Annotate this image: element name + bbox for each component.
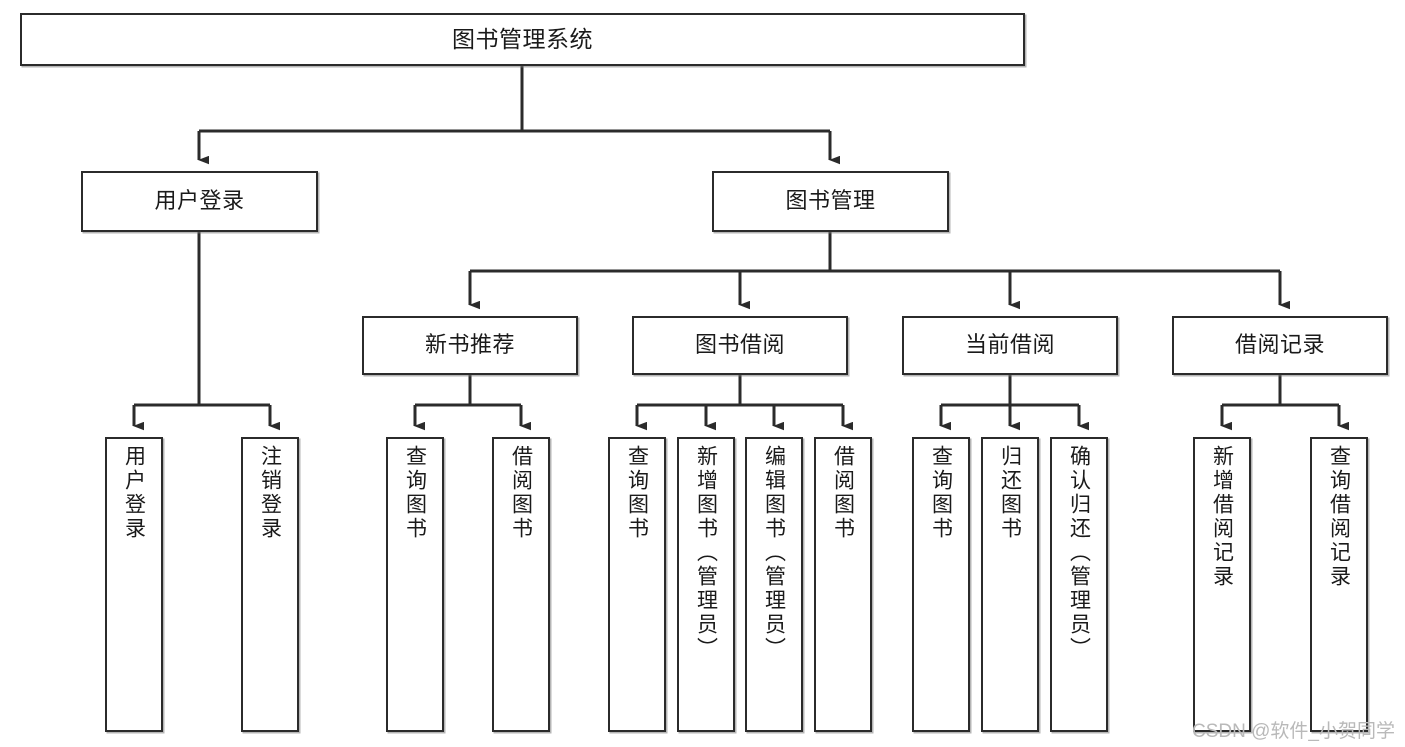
node-label: 注销登录 (258, 445, 282, 541)
node-label: 借阅图书 (831, 445, 855, 541)
leaf-edit-book-admin[interactable]: 编辑图书（管理员） (745, 437, 803, 732)
leaf-query-book-1[interactable]: 查询图书 (386, 437, 444, 732)
leaf-query-borrow-record[interactable]: 查询借阅记录 (1310, 437, 1368, 732)
node-label: 新增图书（管理员） (694, 445, 718, 661)
leaf-return-book[interactable]: 归还图书 (981, 437, 1039, 732)
node-label: 新增借阅记录 (1210, 445, 1234, 589)
node-label: 图书管理系统 (452, 25, 593, 52)
node-label: 查询图书 (929, 445, 953, 541)
node-label: 图书管理 (785, 188, 876, 214)
node-label: 编辑图书（管理员） (762, 445, 786, 661)
node-new-book-recommendation[interactable]: 新书推荐 (362, 316, 578, 375)
node-label: 查询图书 (403, 445, 427, 541)
leaf-add-borrow-record[interactable]: 新增借阅记录 (1193, 437, 1251, 732)
node-book-borrow[interactable]: 图书借阅 (632, 316, 848, 375)
leaf-logout[interactable]: 注销登录 (241, 437, 299, 732)
node-current-borrow[interactable]: 当前借阅 (902, 316, 1118, 375)
node-label: 归还图书 (998, 445, 1022, 541)
leaf-user-login[interactable]: 用户登录 (105, 437, 163, 732)
node-label: 用户登录 (122, 445, 146, 541)
node-borrow-record[interactable]: 借阅记录 (1172, 316, 1388, 375)
node-label: 借阅记录 (1234, 332, 1325, 358)
leaf-query-book-2[interactable]: 查询图书 (608, 437, 666, 732)
node-book-management[interactable]: 图书管理 (712, 171, 949, 232)
leaf-borrow-book-1[interactable]: 借阅图书 (492, 437, 550, 732)
node-label: 用户登录 (154, 188, 245, 214)
leaf-borrow-book-2[interactable]: 借阅图书 (814, 437, 872, 732)
leaf-query-book-3[interactable]: 查询图书 (912, 437, 970, 732)
leaf-confirm-return-admin[interactable]: 确认归还（管理员） (1050, 437, 1108, 732)
node-label: 确认归还（管理员） (1067, 445, 1091, 661)
node-label: 查询借阅记录 (1327, 445, 1351, 589)
node-label: 查询图书 (625, 445, 649, 541)
node-root-book-management-system[interactable]: 图书管理系统 (20, 13, 1025, 66)
leaf-add-book-admin[interactable]: 新增图书（管理员） (677, 437, 735, 732)
node-user-login[interactable]: 用户登录 (81, 171, 318, 232)
csdn-watermark: CSDN @软件_小贺同学 (1192, 721, 1395, 742)
node-label: 当前借阅 (964, 332, 1055, 358)
node-label: 图书借阅 (694, 332, 785, 358)
node-label: 借阅图书 (509, 445, 533, 541)
node-label: 新书推荐 (424, 332, 515, 358)
